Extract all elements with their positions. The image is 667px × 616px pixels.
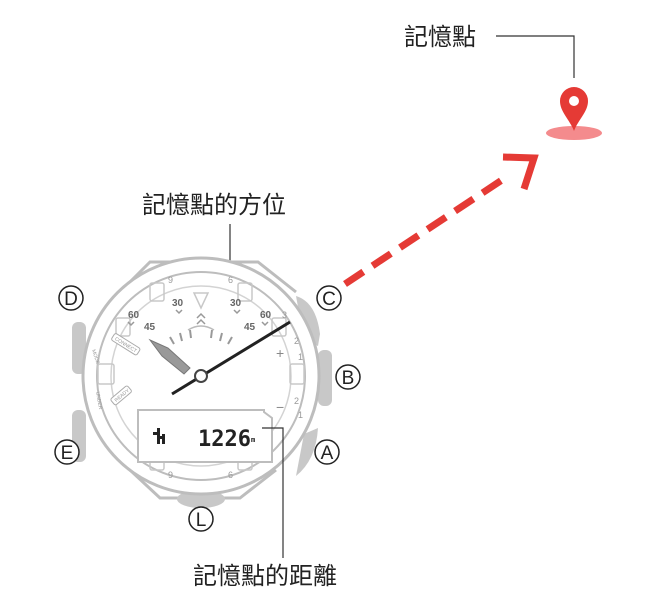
dial-number: 30 xyxy=(172,298,184,309)
dial-chevrons xyxy=(127,309,269,327)
minus-sign: − xyxy=(276,399,284,415)
button-label-a: A xyxy=(314,439,340,465)
svg-text:A: A xyxy=(321,443,334,464)
watch-hands xyxy=(148,320,291,396)
location-pin-icon xyxy=(546,87,602,140)
leader-line-distance xyxy=(262,427,284,558)
dial-ticks xyxy=(169,329,233,345)
dial-number: 45 xyxy=(144,322,156,333)
right-scale-number: 2 xyxy=(294,336,299,346)
right-scale-number: 3 xyxy=(282,310,287,320)
lcd-glyph-icon xyxy=(153,428,165,444)
direction-arrow-shaft xyxy=(343,175,507,287)
leader-line-memory-point xyxy=(496,35,575,78)
bezel-number: 6 xyxy=(228,470,233,480)
direction-arrow-head xyxy=(502,153,539,191)
right-scale-number: 2 xyxy=(294,396,299,406)
button-label-l: L xyxy=(188,506,214,532)
button-label-d: D xyxy=(58,285,84,311)
watch-button-a[interactable] xyxy=(296,428,318,476)
direction-arrow xyxy=(343,153,539,287)
right-scale-number: 1 xyxy=(298,352,303,362)
svg-text:D: D xyxy=(64,289,78,310)
plus-sign: + xyxy=(276,345,284,361)
svg-text:L: L xyxy=(196,510,207,531)
bezel-number: 6 xyxy=(228,275,233,285)
bezel-number: 9 xyxy=(168,470,173,480)
watch: 9 6 9 6 60 45 30 30 60 45 xyxy=(72,256,332,508)
mode-label: MODE xyxy=(90,349,101,366)
bezel-number: 9 xyxy=(168,275,173,285)
svg-text:B: B xyxy=(342,368,355,389)
watch-dial-ring xyxy=(110,285,292,467)
watch-button-b[interactable] xyxy=(318,350,332,406)
label-memory-distance: 記憶點的距離 xyxy=(193,562,337,590)
button-label-e: E xyxy=(54,439,80,465)
svg-text:E: E xyxy=(61,443,74,464)
label-memory-point: 記憶點 xyxy=(404,23,476,51)
lcd-distance-unit: m xyxy=(251,436,255,444)
pin-shadow xyxy=(546,126,602,140)
dial-number: 45 xyxy=(244,322,256,333)
button-label-b: B xyxy=(335,364,361,390)
button-label-c: C xyxy=(316,285,342,311)
right-scale-number: 1 xyxy=(298,410,303,420)
dial-number: 60 xyxy=(128,310,140,321)
watch-button-c[interactable] xyxy=(296,296,320,346)
dial-number: 60 xyxy=(260,310,272,321)
pin-body xyxy=(560,87,588,131)
hour-hand xyxy=(148,338,191,375)
bezel-triangle-12 xyxy=(192,292,210,310)
dial-arc xyxy=(187,325,215,331)
lcd-distance-value: 1226 xyxy=(198,427,251,452)
pin-hole xyxy=(569,96,579,106)
dial-number: 30 xyxy=(230,298,242,309)
label-memory-direction: 記憶點的方位 xyxy=(142,191,286,219)
hands-pivot xyxy=(194,369,208,383)
direction-hand xyxy=(171,320,291,396)
lcd-window xyxy=(137,409,273,463)
under-label: UNDER xyxy=(94,391,103,410)
svg-text:C: C xyxy=(322,289,336,310)
